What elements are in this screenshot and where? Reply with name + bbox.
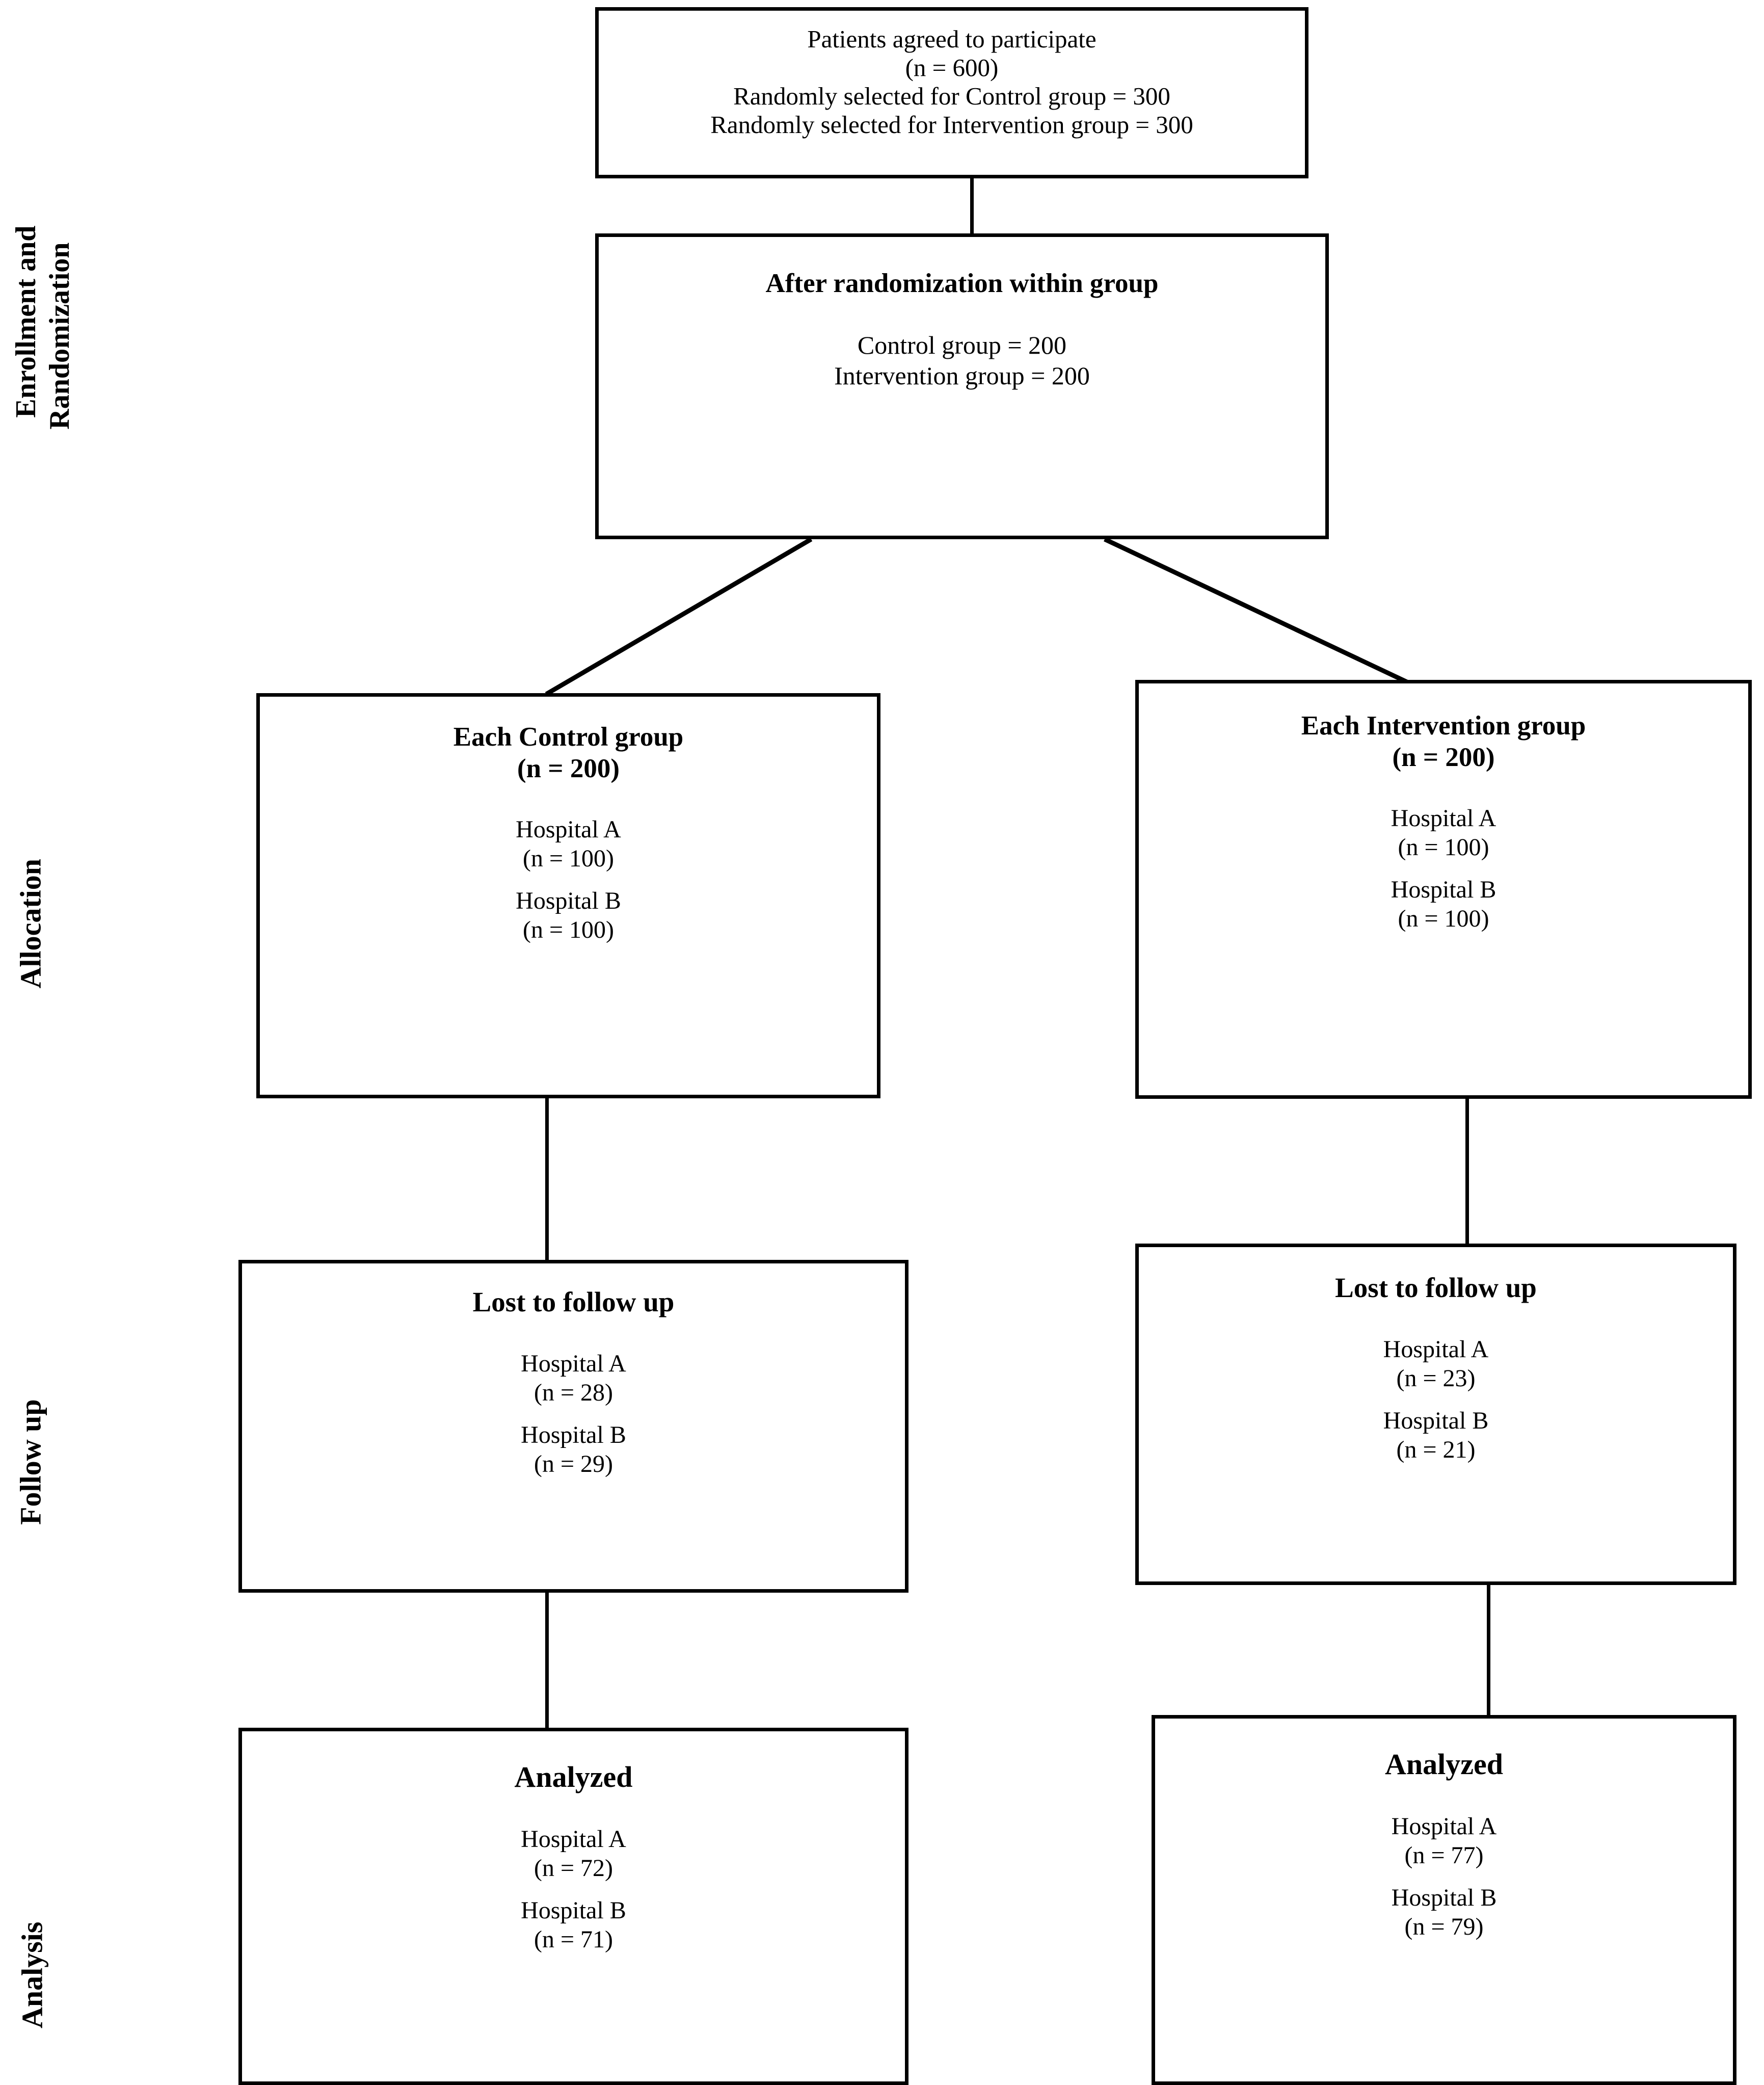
analyzed-control-hospital-a-name: Hospital A [521,1826,626,1853]
connector-enrolled-to-randomized [970,178,974,235]
each-control-group-hospital-b-name: Hospital B [516,887,621,914]
box-after-randomization: After randomization within group Control… [595,233,1329,539]
stage-label-enrollment: Enrollment and Randomization [0,193,110,479]
each-intervention-group-hospital-b-name: Hospital B [1391,876,1496,903]
patients-agreed-line-1: Patients agreed to participate [807,25,1097,53]
after-randomization-heading: After randomization within group [765,269,1159,298]
stage-label-allocation-text: Allocation [14,858,47,989]
after-randomization-control-line: Control group = 200 [857,331,1067,359]
analyzed-intervention-hospital-a-name: Hospital A [1391,1813,1497,1840]
each-intervention-group-n: (n = 200) [1392,743,1495,772]
analyzed-intervention-hospital-b-name: Hospital B [1391,1884,1497,1911]
each-intervention-group-hospital-a-n: (n = 100) [1398,834,1489,861]
patients-agreed-line-4: Randomly selected for Intervention group… [710,111,1193,139]
connector-randomized-split [545,537,1434,697]
lost-to-follow-up-intervention-heading: Lost to follow up [1335,1272,1537,1303]
lost-to-follow-up-intervention-hospital-b-n: (n = 21) [1396,1436,1476,1463]
lost-to-follow-up-control-heading: Lost to follow up [472,1286,675,1317]
stage-label-analysis-text: Analysis [15,1921,49,2029]
analyzed-intervention-hospital-b-n: (n = 79) [1404,1913,1484,1940]
after-randomization-intervention-line: Intervention group = 200 [834,361,1090,390]
lost-to-follow-up-intervention-hospital-a-name: Hospital A [1383,1336,1489,1363]
box-lost-to-follow-up-intervention: Lost to follow up Hospital A (n = 23) Ho… [1135,1244,1736,1585]
connector-alloc-intervention-to-lost [1465,1096,1469,1246]
analyzed-control-hospital-b-n: (n = 71) [533,1926,613,1953]
box-each-control-group: Each Control group (n = 200) Hospital A … [256,693,880,1098]
analyzed-control-hospital-a-n: (n = 72) [533,1855,613,1882]
box-analyzed-intervention: Analyzed Hospital A (n = 77) Hospital B … [1152,1715,1736,2085]
each-control-group-hospital-b-n: (n = 100) [522,916,614,943]
lost-to-follow-up-control-hospital-a-name: Hospital A [521,1350,626,1377]
each-control-group-hospital-a-name: Hospital A [516,816,621,843]
stage-label-followup: Follow up [0,1370,84,1584]
each-intervention-group-hospital-a-name: Hospital A [1391,805,1496,832]
lost-to-follow-up-control-hospital-a-n: (n = 28) [533,1379,613,1406]
patients-agreed-line-3: Randomly selected for Control group = 30… [733,82,1170,110]
each-control-group-hospital-a-n: (n = 100) [522,845,614,872]
patients-agreed-line-2: (n = 600) [905,54,999,82]
stage-label-allocation: Allocation [0,826,84,1050]
stage-label-followup-text: Follow up [14,1399,47,1525]
lost-to-follow-up-intervention-hospital-b-name: Hospital B [1383,1407,1489,1434]
analyzed-control-hospital-b-name: Hospital B [521,1897,626,1924]
connector-lost-intervention-to-analyzed [1487,1582,1490,1718]
connector-lost-control-to-analyzed [545,1590,549,1730]
each-intervention-group-hospital-b-n: (n = 100) [1398,905,1489,932]
analyzed-intervention-hospital-a-n: (n = 77) [1404,1842,1484,1869]
lost-to-follow-up-intervention-hospital-a-n: (n = 23) [1396,1365,1476,1392]
lost-to-follow-up-control-hospital-b-n: (n = 29) [533,1450,613,1477]
stage-label-enrollment-text: Enrollment and Randomization [10,225,75,430]
lost-to-follow-up-control-hospital-b-name: Hospital B [521,1421,626,1448]
each-control-group-heading: Each Control group [453,722,684,752]
each-control-group-n: (n = 200) [517,754,620,783]
box-each-intervention-group: Each Intervention group (n = 200) Hospit… [1135,680,1752,1099]
each-intervention-group-heading: Each Intervention group [1301,711,1586,741]
analyzed-control-heading: Analyzed [514,1760,633,1793]
box-analyzed-control: Analyzed Hospital A (n = 72) Hospital B … [238,1728,908,2085]
box-patients-agreed: Patients agreed to participate (n = 600)… [595,7,1308,178]
stage-label-analysis: Analysis [0,1882,85,2085]
connector-alloc-control-to-lost [545,1096,549,1262]
analyzed-intervention-heading: Analyzed [1385,1748,1503,1781]
box-lost-to-follow-up-control: Lost to follow up Hospital A (n = 28) Ho… [238,1260,908,1593]
